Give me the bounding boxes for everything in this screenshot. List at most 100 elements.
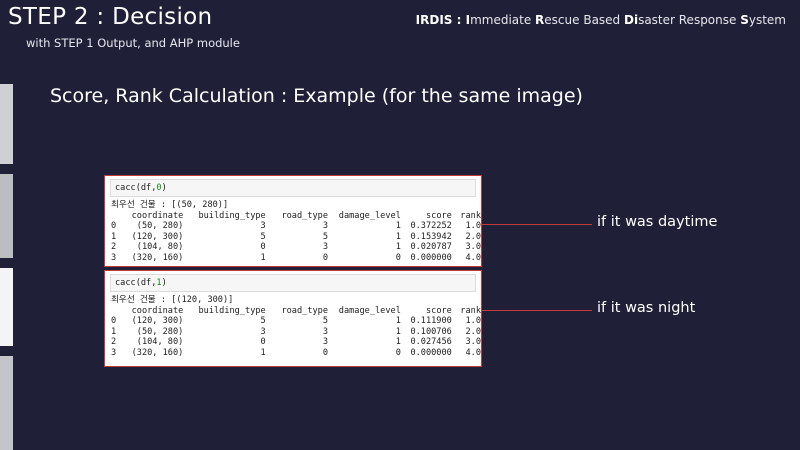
code-input-cell[interactable]: cacc(df,1) (110, 274, 476, 292)
table-cell: 0.111900 (410, 316, 452, 327)
side-thumbnail-3[interactable] (0, 268, 13, 346)
table-cell: 1 (111, 326, 117, 337)
column-header: damage_level (338, 306, 401, 316)
pointer-line-night (482, 310, 592, 311)
table-cell: (320, 160) (131, 347, 184, 358)
table-cell: 3 (111, 347, 117, 358)
table-cell: 2 (111, 242, 117, 253)
side-thumbnail-4[interactable] (0, 356, 13, 450)
table-cell: 1 (395, 337, 401, 348)
brand-part: IRDIS : (415, 13, 466, 27)
column-header: score (425, 211, 452, 221)
code-function: cacc(df, (115, 278, 157, 288)
table-cell: 1.0 (465, 221, 481, 232)
priority-building: 최우선 건물 : [(120, 300)] (111, 295, 234, 305)
column-header (111, 211, 121, 221)
table-cell: 1 (395, 242, 401, 253)
table-cell: 0 (322, 347, 329, 358)
table-row: 2 (104, 80) 0 3 1 0.027456 3.0 (111, 337, 481, 347)
column-header: rank (460, 306, 481, 316)
table-cell: 1.0 (465, 316, 481, 327)
table-row: 0 (120, 300) 5 5 1 0.111900 1.0 (111, 316, 481, 326)
table-cell: 1 (260, 252, 266, 263)
column-header: building_type (198, 306, 266, 316)
table-cell: (50, 280) (136, 326, 184, 337)
code-input-cell[interactable]: cacc(df,0) (110, 179, 476, 197)
notebook-panel-night: cacc(df,1) 최우선 건물 : [(120, 300)] coordin… (104, 270, 482, 367)
brand-part: Di (623, 13, 639, 27)
pointer-line-daytime (482, 224, 592, 225)
table-cell: 0 (395, 252, 401, 263)
table-cell: 0.100706 (410, 326, 452, 337)
priority-building: 최우선 건물 : [(50, 280)] (111, 200, 229, 210)
side-thumbnail-2[interactable] (0, 174, 13, 258)
column-header: coordinate (131, 211, 184, 221)
table-cell: (104, 80) (136, 242, 184, 253)
note-daytime: if it was daytime (597, 214, 718, 230)
table-cell: 4.0 (465, 347, 481, 358)
table-header-row: coordinate building_type road_type damage_l… (111, 306, 481, 316)
brand-part: I (465, 13, 471, 27)
table-cell: 0 (260, 337, 266, 348)
table-cell: (50, 280) (136, 221, 184, 232)
code-function: cacc(df, (115, 183, 157, 193)
table-cell: 1 (395, 231, 401, 242)
table-cell: (320, 160) (131, 252, 184, 263)
table-cell: 1 (395, 316, 401, 327)
column-header: damage_level (338, 211, 401, 221)
table-row: 3 (320, 160) 1 0 0 0.000000 4.0 (111, 253, 481, 263)
table-cell: 4.0 (465, 252, 481, 263)
column-header: score (425, 306, 452, 316)
table-cell: 0 (395, 347, 401, 358)
brand-part: saster Response (638, 13, 741, 27)
column-header: road_type (281, 306, 329, 316)
table-cell: 5 (322, 316, 329, 327)
brand-part: R (535, 13, 545, 27)
table-cell: (120, 300) (131, 316, 184, 327)
table-cell: 3 (322, 337, 329, 348)
table-cell: 3 (260, 221, 266, 232)
step-title: STEP 2 : Decision (8, 4, 213, 30)
table-cell: (120, 300) (131, 231, 184, 242)
note-night: if it was night (597, 300, 696, 316)
table-cell: 0.153942 (410, 231, 452, 242)
brand-part: ystem (748, 13, 786, 27)
dataframe-table: coordinate building_type road_type damage_l… (111, 306, 481, 358)
table-cell: 0.000000 (410, 252, 452, 263)
table-cell: 2 (111, 337, 117, 348)
table-cell: 0 (260, 242, 266, 253)
table-cell: 3 (260, 326, 266, 337)
table-cell: (104, 80) (136, 337, 184, 348)
side-thumbnail-1[interactable] (0, 84, 13, 164)
table-cell: 0 (111, 221, 117, 232)
table-cell: 0.020787 (410, 242, 452, 253)
column-header: coordinate (131, 306, 184, 316)
table-cell: 0.027456 (410, 337, 452, 348)
brand-part: S (740, 13, 749, 27)
column-header: road_type (281, 211, 329, 221)
table-cell: 5 (260, 316, 266, 327)
table-cell: 5 (260, 231, 266, 242)
slide-title: Score, Rank Calculation : Example (for t… (50, 85, 583, 107)
table-cell: 0 (322, 252, 329, 263)
table-cell: 0 (111, 316, 117, 327)
table-cell: 0.000000 (410, 347, 452, 358)
code-close: ) (161, 183, 167, 193)
table-cell: 1 (395, 221, 401, 232)
code-argument: 0 (156, 183, 162, 193)
brand-title: IRDIS : Immediate Rescue Based Disaster … (416, 13, 786, 27)
table-cell: 3.0 (465, 242, 481, 253)
notebook-panel-daytime: cacc(df,0) 최우선 건물 : [(50, 280)] coordina… (104, 175, 482, 267)
table-cell: 1 (111, 231, 117, 242)
column-header: rank (460, 211, 481, 221)
table-cell: 2.0 (465, 231, 481, 242)
table-cell: 3.0 (465, 337, 481, 348)
brand-part: escue Based (544, 13, 624, 27)
table-cell: 3 (111, 252, 117, 263)
